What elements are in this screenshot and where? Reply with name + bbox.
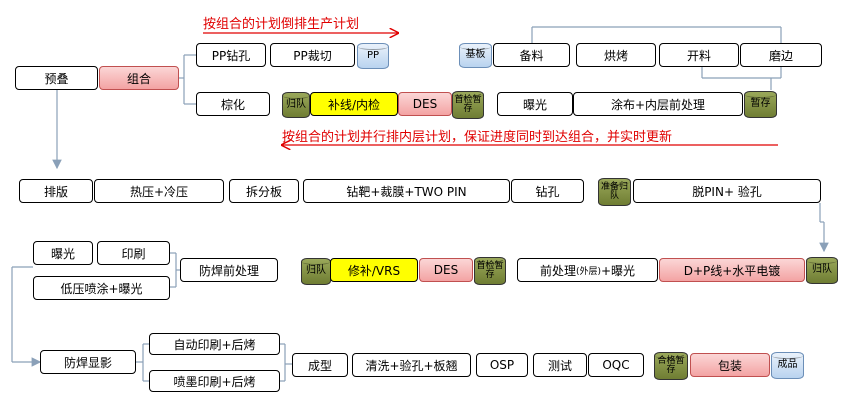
forming-step[interactable]: 成型 bbox=[292, 353, 348, 377]
drilling-step[interactable]: 钻孔 bbox=[511, 179, 584, 203]
split-board-step[interactable]: 拆分板 bbox=[229, 179, 299, 203]
return-queue-2: 归队 bbox=[301, 258, 331, 285]
exposure-step-2[interactable]: 曝光 bbox=[33, 241, 93, 265]
oqc-step[interactable]: OQC bbox=[588, 353, 644, 377]
printing-step[interactable]: 印刷 bbox=[97, 241, 170, 265]
repair-inspect-step[interactable]: 补线/内检 bbox=[310, 92, 398, 116]
ready-return-store: 准备归队 bbox=[598, 178, 631, 206]
first-check-store-1: 首检暂存 bbox=[452, 91, 484, 119]
target-drill-step[interactable]: 钻靶+裁膜+TWO PIN bbox=[303, 179, 510, 203]
prepare-material-step[interactable]: 备料 bbox=[493, 43, 570, 67]
brown-oxide-step[interactable]: 棕化 bbox=[196, 92, 270, 116]
outer-pretreat-label: 前处理 bbox=[539, 263, 576, 278]
auto-print-bake-step[interactable]: 自动印刷+后烤 bbox=[149, 333, 280, 355]
outer-pretreat-exposure-step[interactable]: 前处理(外层)+曝光 bbox=[517, 258, 658, 282]
outer-exposure-label: +曝光 bbox=[600, 263, 636, 278]
first-check-store-2: 首检暂存 bbox=[474, 257, 506, 285]
top-plan-note: 按组合的计划倒排生产计划 bbox=[203, 17, 360, 32]
low-pressure-spray-step[interactable]: 低压喷涂+曝光 bbox=[33, 276, 170, 300]
des-step-1[interactable]: DES bbox=[398, 92, 452, 116]
clean-check-warp-step[interactable]: 清洗+验孔+板翘 bbox=[352, 353, 471, 377]
bake-step[interactable]: 烘烤 bbox=[576, 43, 656, 67]
hot-cold-press-step[interactable]: 热压+冷压 bbox=[94, 179, 224, 203]
temp-store-1: 暂存 bbox=[744, 91, 777, 118]
finished-goods-store: 成品 bbox=[771, 352, 804, 379]
coating-pretreat-step[interactable]: 涂布+内层前处理 bbox=[573, 92, 743, 116]
cut-material-step[interactable]: 开料 bbox=[659, 43, 739, 67]
testing-step[interactable]: 测试 bbox=[533, 353, 587, 377]
middle-plan-note: 按组合的计划并行排内层计划，保证进度同时到达组合，并实时更新 bbox=[282, 130, 673, 145]
substrate-store: 基板 bbox=[459, 43, 492, 68]
edge-grind-step[interactable]: 磨边 bbox=[740, 43, 822, 67]
pp-material-store: PP bbox=[357, 43, 389, 69]
return-queue-1: 归队 bbox=[282, 92, 310, 118]
preassemble-step[interactable]: 预叠 bbox=[15, 66, 98, 90]
combine-step[interactable]: 组合 bbox=[99, 66, 179, 90]
dp-plating-step[interactable]: D+P线+水平电镀 bbox=[659, 258, 805, 282]
osp-step[interactable]: OSP bbox=[476, 353, 528, 377]
exposure-step-1[interactable]: 曝光 bbox=[497, 92, 573, 116]
solder-pretreat-step[interactable]: 防焊前处理 bbox=[180, 258, 278, 282]
packing-step[interactable]: 包装 bbox=[690, 353, 770, 377]
pin-removal-check-step[interactable]: 脱PIN+ 验孔 bbox=[633, 179, 821, 203]
pp-drill-step[interactable]: PP钻孔 bbox=[196, 43, 266, 67]
outer-layer-tag: (外层) bbox=[575, 266, 601, 277]
repair-vrs-step[interactable]: 修补/VRS bbox=[330, 258, 418, 282]
inkjet-print-bake-step[interactable]: 喷墨印刷+后烤 bbox=[149, 370, 280, 392]
qualified-store: 合格暂存 bbox=[654, 352, 688, 380]
pp-cut-step[interactable]: PP裁切 bbox=[270, 43, 355, 67]
des-step-2[interactable]: DES bbox=[419, 258, 473, 282]
return-queue-3: 归队 bbox=[806, 257, 838, 284]
solder-develop-step[interactable]: 防焊显影 bbox=[40, 350, 136, 374]
layout-step[interactable]: 排版 bbox=[19, 179, 93, 203]
